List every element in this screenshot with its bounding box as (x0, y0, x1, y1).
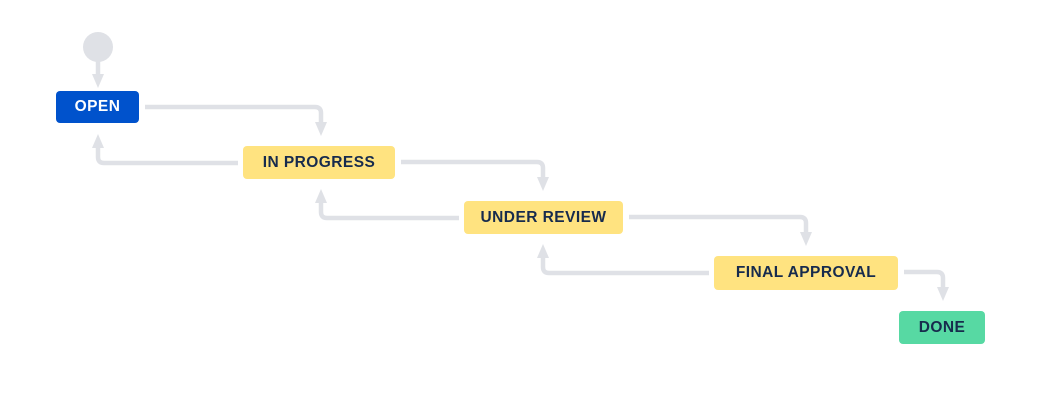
start-node-dot[interactable] (83, 32, 113, 62)
transition-progress-to-review (401, 159, 549, 191)
transition-review-to-approval (629, 214, 812, 246)
status-node-in-progress-label: IN PROGRESS (262, 153, 376, 171)
status-node-final-approval-label: FINAL APPROVAL (735, 264, 877, 282)
transition-approval-to-review (537, 244, 709, 276)
transition-review-to-progress (315, 189, 459, 221)
status-node-done[interactable]: DONE (899, 311, 985, 344)
transition-open-to-progress (145, 104, 327, 136)
status-node-open[interactable]: OPEN (56, 91, 139, 123)
status-node-final-approval[interactable]: FINAL APPROVAL (714, 256, 898, 290)
status-node-open-label: OPEN (74, 98, 121, 116)
status-node-in-progress[interactable]: IN PROGRESS (243, 146, 395, 179)
transition-progress-to-open (92, 134, 238, 166)
status-node-done-label: DONE (918, 318, 966, 336)
transition-approval-to-done (904, 269, 949, 301)
status-node-under-review[interactable]: UNDER REVIEW (464, 201, 623, 234)
status-node-under-review-label: UNDER REVIEW (480, 208, 607, 226)
